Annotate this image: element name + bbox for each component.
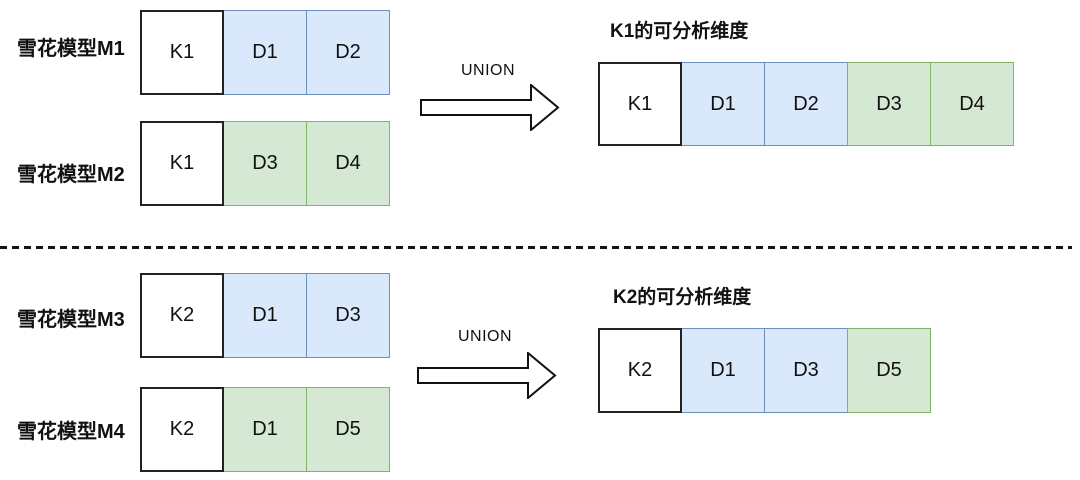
union-label: UNION	[457, 328, 513, 345]
model-row-m3: K2 D1 D3	[140, 273, 390, 358]
result-title-k1: K1的可分析维度	[610, 21, 749, 42]
dim-cell: D1	[223, 10, 307, 95]
dim-cell: D1	[681, 62, 765, 146]
result-row-k2: K2 D1 D3 D5	[598, 328, 931, 413]
union-arrow-icon	[420, 84, 560, 131]
dim-cell: D1	[223, 387, 307, 472]
key-cell: K2	[140, 387, 224, 472]
dim-cell: D4	[306, 121, 390, 206]
model-label-m4: 雪花模型M4	[17, 421, 125, 443]
dim-cell: D4	[930, 62, 1014, 146]
dim-cell: D5	[847, 328, 931, 413]
model-label-m1: 雪花模型M1	[17, 38, 125, 60]
dim-cell: D3	[847, 62, 931, 146]
union-arrow-icon	[417, 352, 557, 399]
dim-cell: D1	[223, 273, 307, 358]
dim-cell: D3	[764, 328, 848, 413]
dim-cell: D5	[306, 387, 390, 472]
section-divider	[0, 246, 1072, 249]
result-title-k2: K2的可分析维度	[613, 287, 752, 308]
model-row-m2: K1 D3 D4	[140, 121, 390, 206]
model-label-m2: 雪花模型M2	[17, 164, 125, 186]
model-row-m4: K2 D1 D5	[140, 387, 390, 472]
key-cell: K1	[140, 121, 224, 206]
dim-cell: D1	[681, 328, 765, 413]
model-row-m1: K1 D1 D2	[140, 10, 390, 95]
dim-cell: D2	[306, 10, 390, 95]
dim-cell: D3	[223, 121, 307, 206]
key-cell: K1	[140, 10, 224, 95]
key-cell: K2	[598, 328, 682, 413]
dim-cell: D2	[764, 62, 848, 146]
result-row-k1: K1 D1 D2 D3 D4	[598, 62, 1014, 146]
model-label-m3: 雪花模型M3	[17, 309, 125, 331]
key-cell: K2	[140, 273, 224, 358]
dim-cell: D3	[306, 273, 390, 358]
key-cell: K1	[598, 62, 682, 146]
union-label: UNION	[460, 62, 516, 79]
